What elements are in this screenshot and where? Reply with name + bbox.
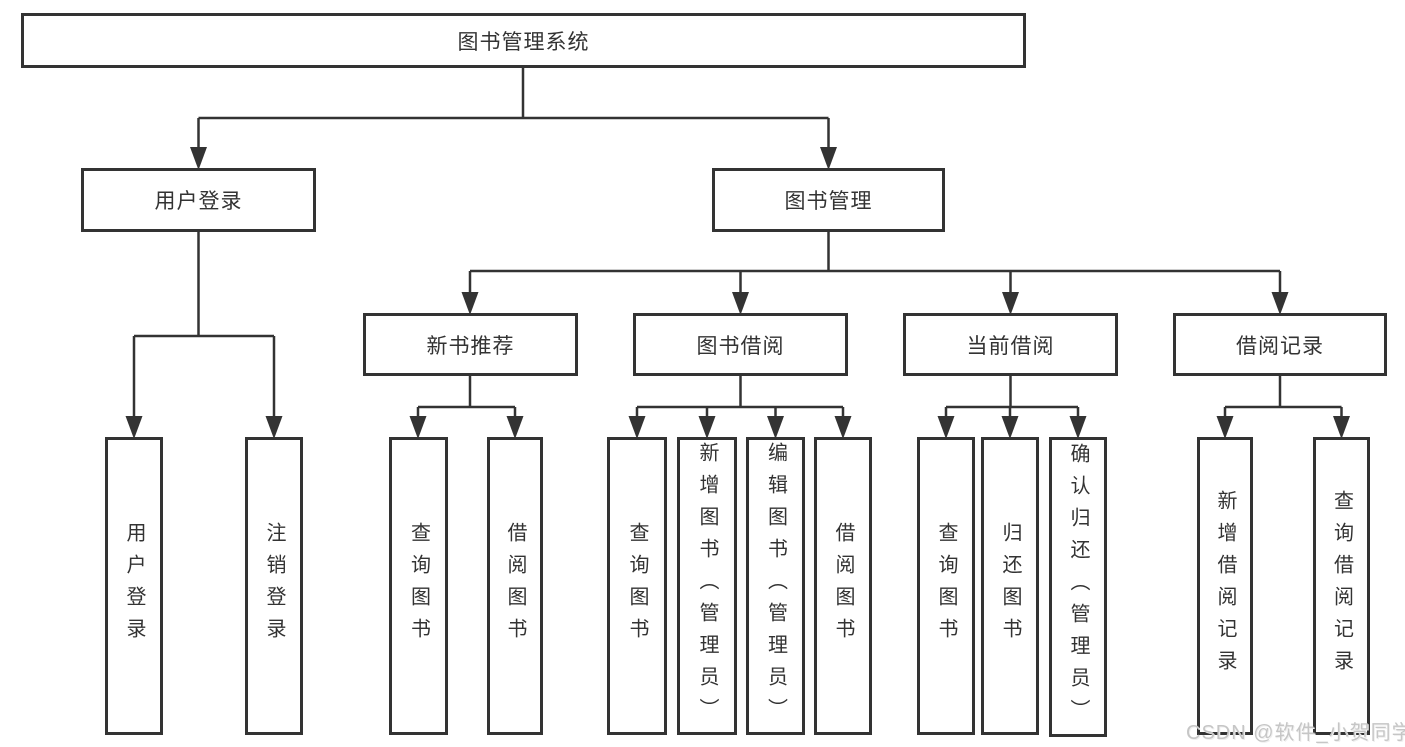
node-book-borrow: 图书借阅	[633, 313, 848, 376]
leaf-query-books-2: 查询图书	[607, 437, 667, 735]
leaf-label: 编辑图书（管理员）	[764, 442, 787, 730]
leaf-query-books-1: 查询图书	[389, 437, 448, 735]
node-user-login: 用户登录	[81, 168, 316, 232]
node-root-library-system: 图书管理系统	[21, 13, 1026, 68]
node-new-book-recommend: 新书推荐	[363, 313, 578, 376]
leaf-confirm-return-admin: 确认归还（管理员）	[1049, 437, 1107, 737]
leaf-query-books-3: 查询图书	[917, 437, 975, 735]
leaf-add-borrow-record: 新增借阅记录	[1197, 437, 1253, 735]
leaf-add-books-admin: 新增图书（管理员）	[677, 437, 737, 735]
leaf-label: 确认归还（管理员）	[1067, 443, 1089, 731]
leaf-label: 注销登录	[263, 522, 285, 650]
leaf-borrow-books-2: 借阅图书	[814, 437, 872, 735]
leaf-user-login: 用户登录	[105, 437, 163, 735]
leaf-label: 查询图书	[935, 522, 957, 650]
leaf-return-books: 归还图书	[981, 437, 1039, 735]
node-current-borrow: 当前借阅	[903, 313, 1118, 376]
node-book-management: 图书管理	[712, 168, 945, 232]
leaf-borrow-books-1: 借阅图书	[487, 437, 543, 735]
leaf-label: 借阅图书	[832, 522, 854, 650]
leaf-label: 新增图书（管理员）	[696, 442, 718, 730]
leaf-query-borrow-record: 查询借阅记录	[1313, 437, 1370, 735]
node-borrow-records: 借阅记录	[1173, 313, 1387, 376]
leaf-label: 借阅图书	[504, 522, 526, 650]
csdn-watermark: CSDN @软件_小贺同学	[1186, 722, 1405, 744]
leaf-label: 查询借阅记录	[1330, 490, 1353, 682]
leaf-label: 归还图书	[999, 522, 1021, 650]
leaf-label: 查询图书	[407, 522, 430, 650]
leaf-logout: 注销登录	[245, 437, 303, 735]
leaf-edit-books-admin: 编辑图书（管理员）	[746, 437, 805, 735]
leaf-label: 查询图书	[626, 522, 648, 650]
leaf-label: 用户登录	[123, 522, 145, 650]
leaf-label: 新增借阅记录	[1214, 490, 1236, 682]
